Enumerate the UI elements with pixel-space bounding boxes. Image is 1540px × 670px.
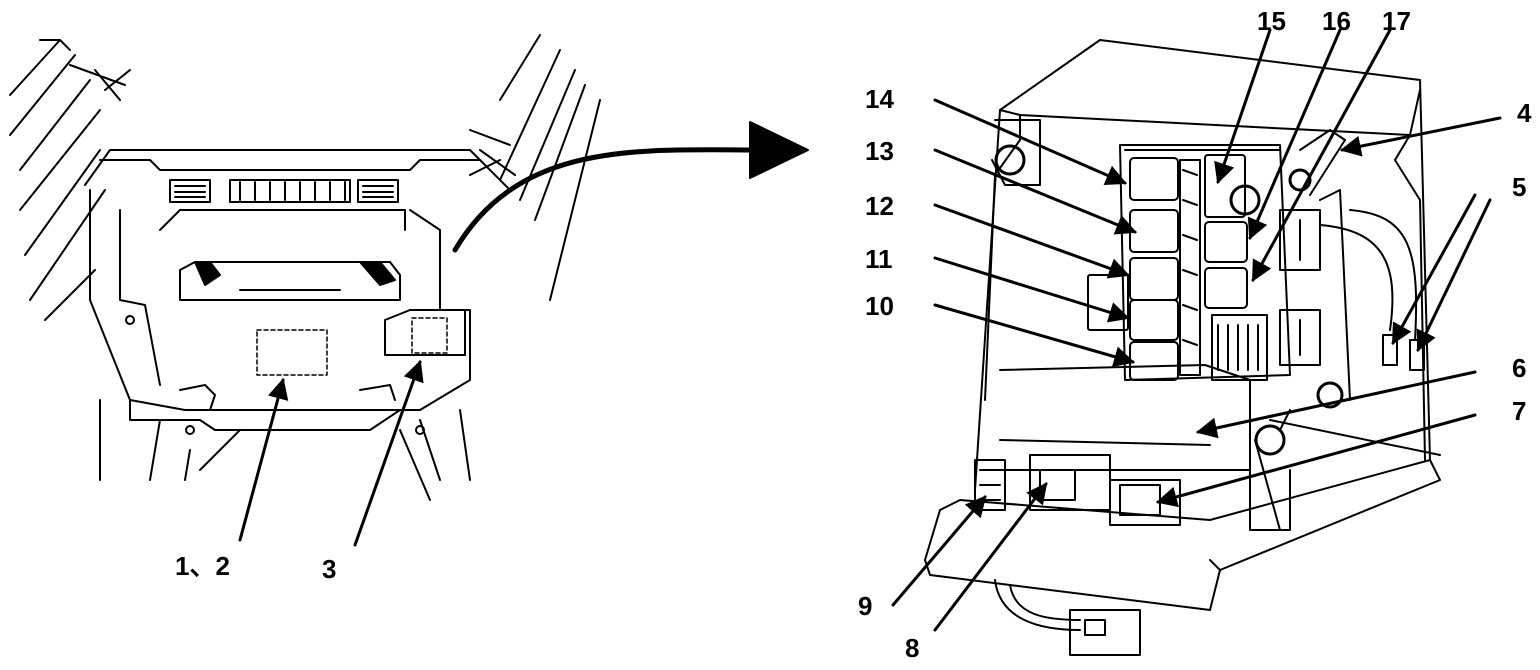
callout-7: 7 [1512,396,1526,426]
callout-17: 17 [1382,6,1411,36]
callout-12: 12 [865,191,894,221]
callout-11: 11 [865,244,893,274]
cab-interior-drawing [9,34,601,501]
callout-labels: 1、2 3 4 5 6 7 8 9 10 11 12 13 14 15 16 1… [175,6,1532,663]
callout-1-2: 1、2 [175,551,230,581]
callout-8: 8 [905,633,919,663]
transition-arrow-curve [452,147,763,253]
callout-10: 10 [865,291,894,321]
callout-9: 9 [858,591,872,621]
callout-14: 14 [865,84,894,114]
callout-3: 3 [322,554,336,584]
callout-16: 16 [1322,6,1351,36]
relay-box-drawing [924,39,1441,656]
callout-leaders [238,28,1502,632]
callout-6: 6 [1512,353,1526,383]
callout-5: 5 [1512,172,1526,202]
callout-15: 15 [1257,6,1286,36]
callout-13: 13 [865,136,894,166]
transition-arrowhead [749,121,809,179]
callout-4: 4 [1517,98,1532,128]
